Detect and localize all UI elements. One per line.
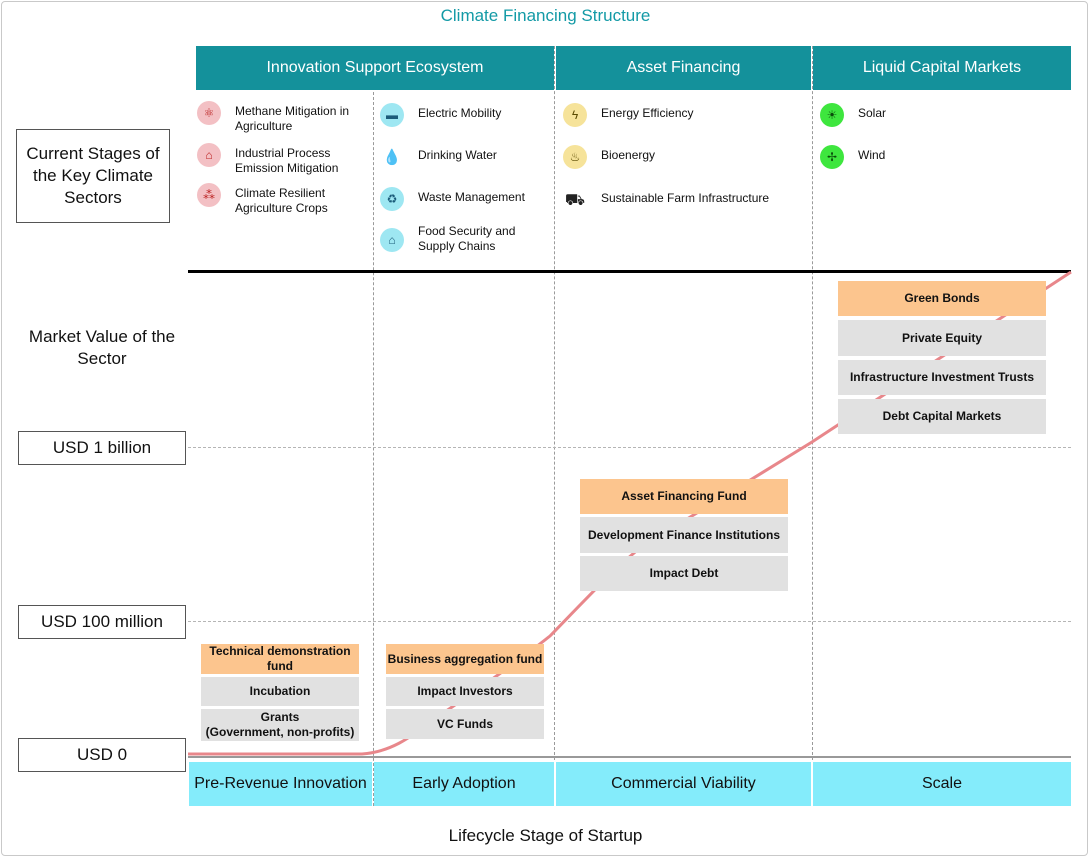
sector-drinking-water: 💧 Drinking Water [380, 145, 550, 169]
impact-debt: Impact Debt [580, 556, 788, 591]
impact-investors-fund: Impact Investors [386, 677, 544, 706]
header-asset-financing: Asset Financing [556, 46, 811, 90]
warehouse-icon: ⌂ [380, 228, 404, 252]
molecule-icon: ⚛ [197, 101, 221, 125]
sector-climate-resilient-crops: ⁂ Climate Resilient Agriculture Crops [197, 183, 367, 216]
sector-bioenergy: ♨ Bioenergy [563, 145, 803, 169]
sun-icon: ☀ [820, 103, 844, 127]
crops-icon: ⁂ [197, 183, 221, 207]
stage-early-adoption: Early Adoption [374, 762, 554, 806]
header-liquid-capital-markets: Liquid Capital Markets [813, 46, 1071, 90]
stage-pre-revenue: Pre-Revenue Innovation [189, 762, 372, 806]
sector-label: Industrial Process Emission Mitigation [235, 146, 339, 175]
sector-energy-efficiency: ϟ Energy Efficiency [563, 103, 803, 127]
energy-bolt-icon: ϟ [563, 103, 587, 127]
factory-icon: ⌂ [197, 143, 221, 167]
current-stages-label: Current Stages of the Key Climate Sector… [16, 129, 170, 223]
green-bonds: Green Bonds [838, 281, 1046, 316]
technical-demonstration-fund: Technical demonstration fund [201, 644, 359, 674]
sector-label: Climate Resilient Agriculture Crops [235, 186, 328, 215]
business-aggregation-fund: Business aggregation fund [386, 644, 544, 674]
sector-label: Wind [858, 148, 886, 162]
baseline-axis [188, 756, 1071, 758]
x-axis-label: Lifecycle Stage of Startup [448, 826, 643, 845]
sector-label: Electric Mobility [418, 106, 502, 120]
vc-funds: VC Funds [386, 709, 544, 739]
sector-label: Sustainable Farm Infrastructure [601, 191, 770, 205]
sector-electric-mobility: ▬ Electric Mobility [380, 103, 550, 127]
sector-industrial-emission: ⌂ Industrial Process Emission Mitigation [197, 143, 367, 176]
grants-fund: Grants (Government, non-profits) [201, 709, 359, 741]
asset-financing-fund: Asset Financing Fund [580, 479, 788, 514]
sector-label: Bioenergy [601, 148, 656, 162]
water-drop-icon: 💧 [380, 145, 404, 169]
development-finance-institutions: Development Finance Institutions [580, 517, 788, 553]
stage-commercial-viability: Commercial Viability [556, 762, 811, 806]
diagram-title: Climate Financing Structure [440, 6, 651, 25]
sector-divider-line [188, 270, 1071, 273]
wind-turbine-icon: ✢ [820, 145, 844, 169]
sector-solar: ☀ Solar [820, 103, 1060, 127]
sector-sustainable-farm: ⛟ Sustainable Farm Infrastructure [563, 188, 803, 212]
sector-methane-mitigation: ⚛ Methane Mitigation in Agriculture [197, 101, 367, 134]
sector-label: Waste Management [418, 190, 525, 204]
usd-0-label: USD 0 [18, 738, 186, 772]
sector-label: Methane Mitigation in Agriculture [235, 104, 350, 133]
car-icon: ▬ [380, 103, 404, 127]
gridline-100-million [188, 621, 1071, 622]
infrastructure-investment-trusts: Infrastructure Investment Trusts [838, 360, 1046, 395]
sector-food-security: ⌂ Food Security and Supply Chains [380, 224, 550, 254]
debt-capital-markets: Debt Capital Markets [838, 399, 1046, 434]
column-separator [373, 92, 374, 806]
recycle-bin-icon: ♻ [380, 187, 404, 211]
stage-scale: Scale [813, 762, 1071, 806]
usd-100-million-label: USD 100 million [18, 605, 186, 639]
sector-label: Food Security and Supply Chains [418, 224, 516, 253]
column-separator [812, 46, 813, 760]
gridline-1-billion [188, 447, 1071, 448]
tractor-icon: ⛟ [563, 188, 587, 212]
column-separator [554, 46, 555, 760]
biogas-icon: ♨ [563, 145, 587, 169]
usd-1-billion-label: USD 1 billion [18, 431, 186, 465]
sector-label: Solar [858, 106, 887, 120]
incubation-fund: Incubation [201, 677, 359, 706]
sector-label: Energy Efficiency [601, 106, 694, 120]
sector-waste-management: ♻ Waste Management [380, 187, 550, 211]
sector-wind: ✢ Wind [820, 145, 1060, 169]
market-value-label: Market Value of the Sector [28, 327, 176, 368]
private-equity: Private Equity [838, 320, 1046, 356]
sector-label: Drinking Water [418, 148, 497, 162]
header-innovation-support: Innovation Support Ecosystem [196, 46, 554, 90]
